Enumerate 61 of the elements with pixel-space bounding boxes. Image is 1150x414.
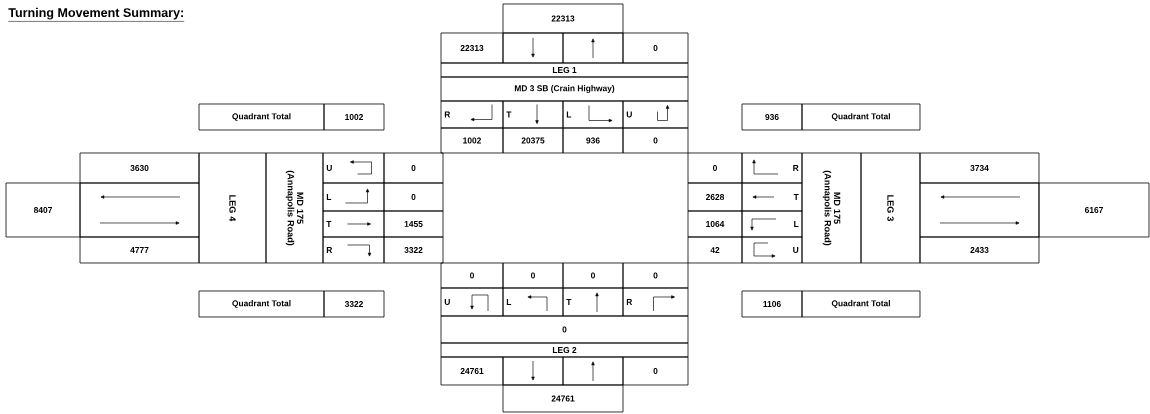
turn-movement-cell: R (741, 152, 803, 184)
count-cell: 1106 (741, 290, 803, 318)
turn-movement-cell: R (622, 287, 689, 317)
turn-movement-cell: U (741, 236, 803, 264)
count-cell: 2433 (919, 236, 1040, 264)
turn-movement-cell: T (741, 182, 803, 212)
count-cell: 0 (562, 262, 624, 289)
turn-movement-cell: L (741, 210, 803, 238)
leg-cell: LEG 2 (440, 342, 689, 358)
count-cell: 0 (440, 315, 689, 344)
quadrant-total-cell: Quadrant Total (801, 103, 921, 131)
count-cell: 22313 (502, 3, 624, 34)
count-cell: 3734 (919, 152, 1040, 184)
count-cell: 0 (622, 127, 689, 154)
count-cell: 1002 (323, 103, 385, 131)
count-cell: 0 (383, 152, 444, 184)
title: Turning Movement Summary: (8, 7, 185, 22)
count-cell: 24761 (440, 356, 504, 386)
turn-movement-cell: R (322, 236, 385, 264)
count-cell: 936 (562, 127, 624, 154)
count-cell: 6167 (1038, 182, 1150, 238)
count-cell: 4777 (79, 236, 200, 264)
count-cell: 2628 (687, 182, 743, 212)
count-cell: 42 (687, 236, 743, 264)
count-cell: 0 (622, 262, 689, 289)
turn-movement-cell: T (322, 210, 385, 238)
quadrant-total-cell: Quadrant Total (198, 290, 325, 318)
count-cell: 3630 (79, 152, 200, 184)
road-name-cell: MD 175 (Annapolis Road) (801, 152, 862, 264)
count-cell: 3322 (323, 290, 385, 318)
leg-cell: LEG 1 (440, 62, 689, 78)
leg-cell: LEG 3 (860, 152, 921, 264)
count-cell: 3322 (383, 236, 444, 264)
count-cell: 1002 (440, 127, 504, 154)
count-cell: 22313 (440, 32, 504, 64)
turn-movement-cell: T (502, 100, 564, 129)
quadrant-total-cell: Quadrant Total (801, 290, 921, 318)
quadrant-total-cell: Quadrant Total (198, 103, 325, 131)
count-cell: 0 (440, 262, 504, 289)
turn-movement-cell: T (562, 287, 624, 317)
leg-cell: LEG 4 (198, 152, 267, 264)
road-name-cell: MD 175 (Annapolis Road) (265, 152, 324, 264)
count-cell: 8407 (5, 182, 81, 238)
count-cell: 1455 (383, 210, 444, 238)
count-cell: 0 (502, 262, 564, 289)
turn-movement-cell: L (562, 100, 624, 129)
turn-movement-cell: L (322, 182, 385, 212)
turn-movement-cell: U (622, 100, 689, 129)
turn-movement-cell: U (440, 287, 504, 317)
count-cell: 0 (687, 152, 743, 184)
count-cell: 936 (741, 103, 803, 131)
turn-movement-cell: L (502, 287, 564, 317)
count-cell: 1064 (687, 210, 743, 238)
turn-movement-cell: R (440, 100, 504, 129)
count-cell: 0 (622, 32, 689, 64)
count-cell: 0 (622, 356, 689, 386)
count-cell: 0 (383, 182, 444, 212)
count-cell: 20375 (502, 127, 564, 154)
turn-movement-cell: U (322, 152, 385, 184)
count-cell: 24761 (502, 384, 624, 413)
road-name-cell: MD 3 SB (Crain Highway) (440, 76, 689, 102)
